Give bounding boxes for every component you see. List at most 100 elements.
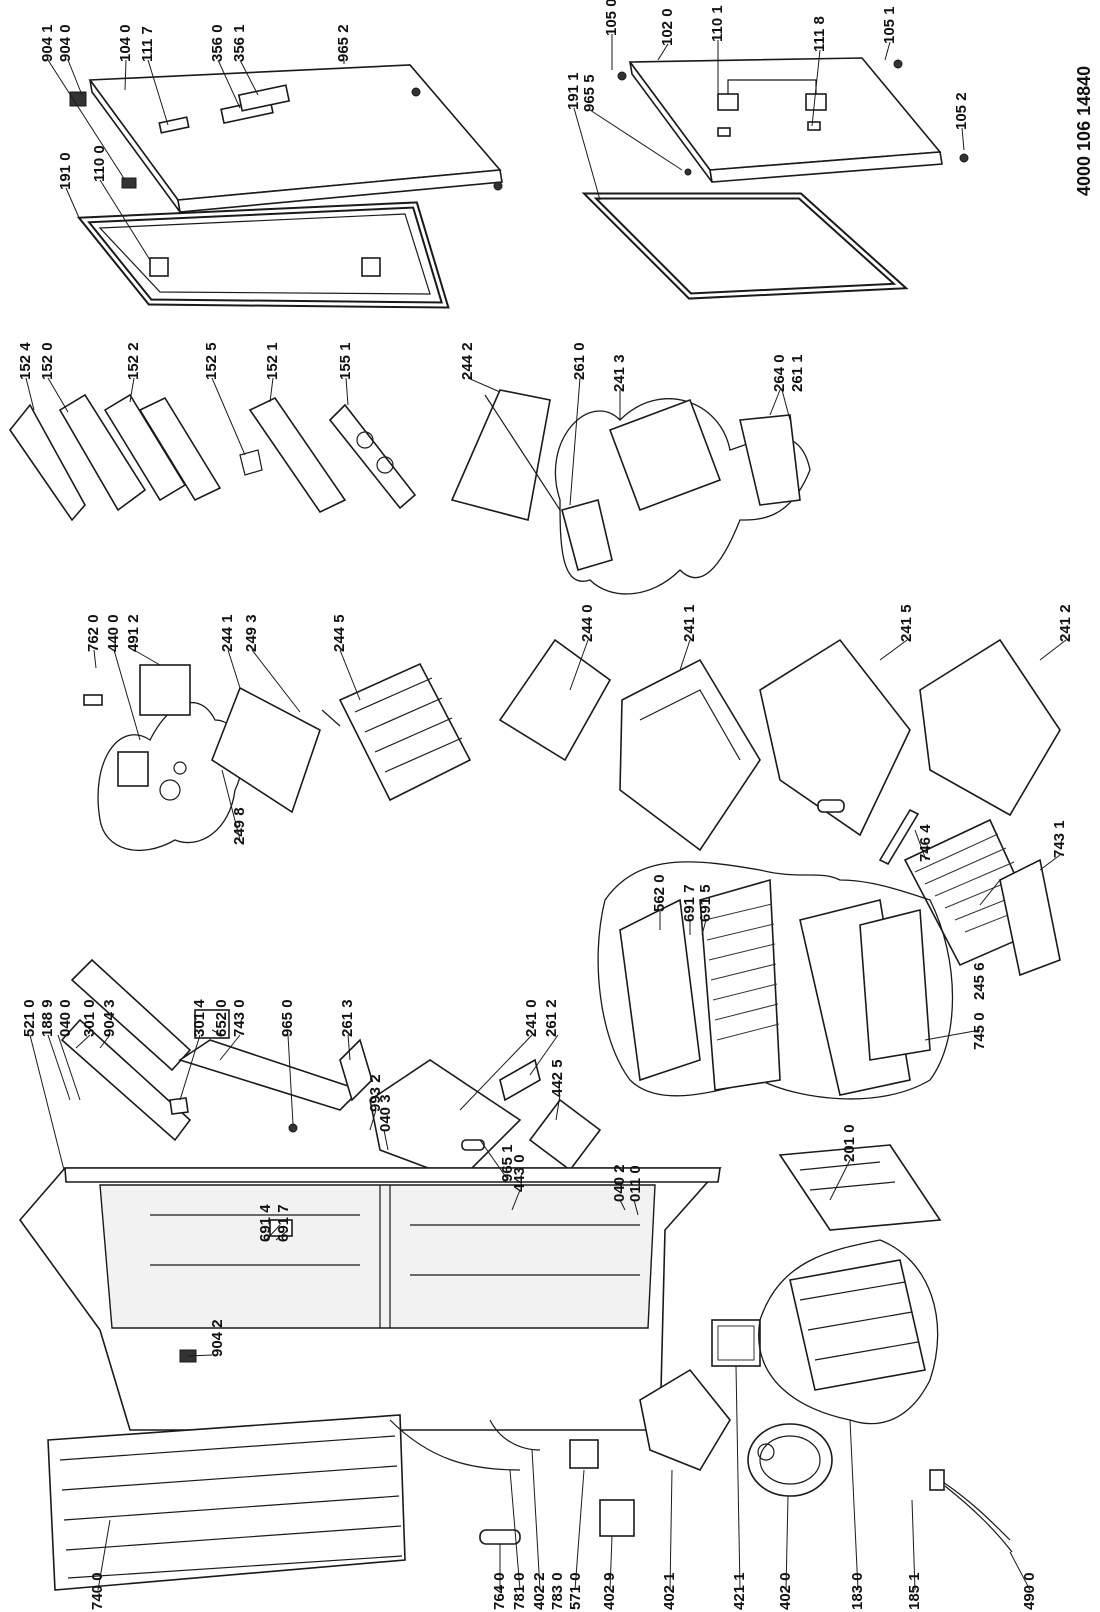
drawer-241-5 — [759, 638, 911, 837]
label-185-1: 185 1 — [906, 1572, 923, 1610]
label-491-2: 491 2 — [125, 614, 142, 652]
label-904-2: 904 2 — [209, 1319, 226, 1357]
label-965-0: 965 0 — [279, 999, 296, 1037]
label-571-0: 571 0 — [567, 1572, 584, 1610]
wire-shelf-244-5 — [338, 662, 472, 802]
label-402-9: 402 9 — [601, 1572, 618, 1610]
label-261-3: 261 3 — [339, 999, 356, 1037]
label-904-3: 904 3 — [101, 999, 118, 1037]
label-965-1: 965 1 — [499, 1144, 516, 1182]
bracket-201-0 — [778, 1144, 942, 1231]
label-745-0: 745 0 — [971, 1012, 988, 1050]
label-110-1: 110 1 — [709, 5, 726, 42]
label-691-7-b: 691 7 — [681, 884, 698, 922]
label-965-2: 965 2 — [335, 24, 352, 62]
label-105-0: 105 0 — [603, 0, 620, 36]
baseplate-group-183-0 — [758, 1239, 939, 1425]
glass-shelf-244-0 — [498, 638, 612, 762]
label-421-1: 421 1 — [731, 1572, 748, 1610]
air-duct-743-0 — [178, 1039, 362, 1111]
label-783-0: 783 0 — [549, 1572, 566, 1610]
label-244-2: 244 2 — [459, 342, 476, 380]
label-264-0: 264 0 — [771, 354, 788, 392]
label-965-5: 965 5 — [581, 74, 598, 112]
label-652-0: 652 0 — [213, 999, 230, 1037]
label-245-6: 245 6 — [971, 962, 988, 1000]
label-691-4: 691 4 — [257, 1204, 274, 1242]
label-904-0: 904 0 — [57, 24, 74, 62]
drawer-241-2 — [919, 638, 1061, 817]
label-261-2: 261 2 — [543, 999, 560, 1037]
label-110-0: 110 0 — [91, 145, 108, 182]
label-183-0: 183 0 — [849, 1572, 866, 1610]
fridge-door-group — [69, 64, 503, 213]
label-740-0: 740 0 — [89, 1572, 106, 1610]
label-443-0: 443 0 — [511, 1154, 528, 1192]
label-104-0: 104 0 — [117, 24, 134, 62]
evaporator-group-745-0 — [597, 861, 954, 1100]
shelves-mid — [211, 638, 612, 814]
label-152-0: 152 0 — [39, 342, 56, 380]
part-labels: 904 1 904 0 104 0 111 7 356 0 356 1 965 … — [17, 0, 1074, 1610]
grille-245-6 — [878, 808, 1061, 977]
label-152-1: 152 1 — [264, 342, 281, 380]
label-442-5: 442 5 — [549, 1059, 566, 1097]
label-152-5: 152 5 — [203, 342, 220, 380]
label-040-2: 040 2 — [611, 1164, 628, 1202]
freezer-door-outer — [628, 57, 942, 171]
label-105-2: 105 2 — [953, 92, 970, 130]
label-764-0: 764 0 — [491, 1572, 508, 1610]
label-105-1: 105 1 — [881, 6, 898, 44]
compressor-402-0 — [747, 1423, 833, 1497]
label-356-1: 356 1 — [231, 24, 248, 62]
label-993-2: 993 2 — [367, 1074, 384, 1112]
label-191-0: 191 0 — [57, 152, 74, 190]
label-691-7: 691 7 — [275, 1204, 292, 1242]
tubes — [389, 1419, 541, 1545]
label-521-0: 521 0 — [21, 999, 38, 1037]
freezer-shelf-244-2 — [450, 389, 561, 521]
label-011-0: 011 0 — [627, 1165, 644, 1202]
leader-lines — [25, 34, 1067, 1591]
cover-402-1 — [639, 1368, 731, 1471]
crisper-drawers — [619, 638, 1061, 852]
document-number: 4000 106 14840 — [1074, 66, 1094, 196]
label-040-0: 040 0 — [57, 999, 74, 1037]
label-743-1: 743 1 — [1051, 820, 1068, 858]
label-402-2: 402 2 — [531, 1572, 548, 1610]
glass-shelf-244-1 — [211, 686, 321, 814]
label-102-0: 102 0 — [659, 8, 676, 46]
label-111-8: 111 8 — [811, 16, 828, 52]
drawer-241-1 — [619, 658, 761, 852]
label-562-0: 562 0 — [651, 874, 668, 912]
label-191-1: 191 1 — [565, 72, 582, 110]
label-152-2: 152 2 — [125, 342, 142, 380]
label-781-0: 781 0 — [511, 1572, 528, 1610]
freezer-gasket-group — [581, 192, 909, 300]
label-155-1: 155 1 — [337, 342, 354, 380]
label-904-1: 904 1 — [39, 24, 56, 62]
label-490-0: 490 0 — [1021, 1572, 1038, 1610]
label-244-5: 244 5 — [331, 614, 348, 652]
label-241-0: 241 0 — [523, 999, 540, 1037]
power-cord-490-0 — [929, 1469, 1013, 1553]
label-241-2: 241 2 — [1057, 604, 1074, 642]
label-040-3: 040 3 — [377, 1094, 394, 1132]
label-201-0: 201 0 — [841, 1124, 858, 1162]
label-241-3: 241 3 — [611, 354, 628, 392]
label-249-8: 249 8 — [231, 807, 248, 845]
label-261-1: 261 1 — [789, 354, 806, 392]
label-241-5: 241 5 — [898, 604, 915, 642]
label-244-1: 244 1 — [219, 614, 236, 652]
main-cabinet — [18, 1167, 722, 1431]
label-152-4: 152 4 — [17, 342, 34, 380]
label-762-0: 762 0 — [85, 614, 102, 652]
label-402-1: 402 1 — [661, 1572, 678, 1610]
fridge-inner-door-group — [76, 201, 450, 309]
interior-parts — [60, 958, 602, 1181]
label-111-7: 111 7 — [139, 26, 156, 62]
freezer-door-group — [617, 57, 969, 183]
label-743-0: 743 0 — [231, 999, 248, 1037]
electrical-parts — [569, 1319, 761, 1537]
